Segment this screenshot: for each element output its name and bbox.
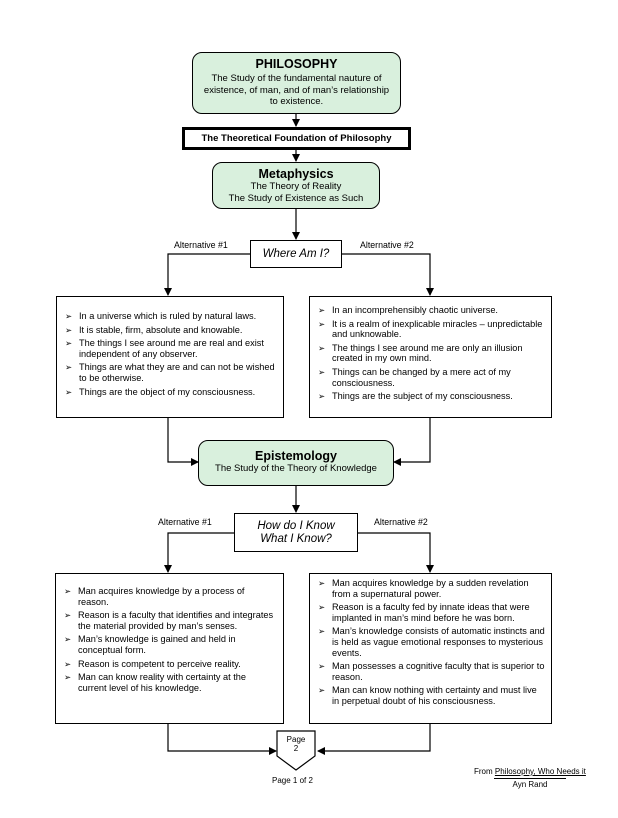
page-connector: Page 2 (277, 735, 315, 753)
metaphysics-question: Where Am I? (262, 247, 330, 260)
epistemology-alt2-list: Man acquires knowledge by a sudden revel… (318, 578, 545, 707)
page-connector-shape (276, 730, 316, 771)
epistemology-alt1-list: Man acquires knowledge by a process of r… (64, 586, 277, 693)
philosophy-title: PHILOSOPHY (255, 57, 338, 71)
foundation-label: The Theoretical Foundation of Philosophy (201, 133, 392, 144)
source-author: Ayn Rand (494, 778, 566, 789)
epistemology-alt1-box: Man acquires knowledge by a process of r… (55, 573, 284, 724)
list-item: Things are what they are and can not be … (65, 362, 277, 383)
page-number: Page 1 of 2 (272, 776, 313, 785)
list-item: Things are the object of my consciousnes… (65, 387, 277, 398)
list-item: Reason is a faculty that identifies and … (64, 610, 277, 631)
list-item: Man can know nothing with certainty and … (318, 685, 545, 706)
source-title: Philosophy, Who Needs it (494, 767, 586, 776)
list-item: Reason is a faculty fed by innate ideas … (318, 602, 545, 623)
page-connector-line1: Page (286, 735, 306, 744)
philosophy-box: PHILOSOPHY The Study of the fundamental … (192, 52, 401, 114)
metaphysics-title: Metaphysics (258, 167, 334, 181)
list-item: Reason is competent to perceive reality. (64, 659, 277, 670)
list-item: Man possesses a cognitive faculty that i… (318, 661, 545, 682)
metaphysics-alt2-box: In an incomprehensibly chaotic universe.… (309, 296, 552, 418)
epistemology-title: Epistemology (255, 449, 337, 463)
metaphysics-alt1-label: Alternative #1 (174, 240, 228, 250)
epistemology-alt1-label: Alternative #1 (158, 517, 212, 527)
list-item: Things can be changed by a mere act of m… (318, 367, 545, 388)
epistemology-question-box: How do I Know What I Know? (234, 513, 358, 552)
metaphysics-alt2-label: Alternative #2 (360, 240, 414, 250)
list-item: It is a realm of inexplicable miracles –… (318, 319, 545, 340)
epistemology-question-line1: How do I Know (257, 519, 335, 532)
metaphysics-line2: The Study of Existence as Such (228, 192, 364, 204)
philosophy-description: The Study of the fundamental nauture of … (203, 73, 390, 107)
list-item: Man acquires knowledge by a sudden revel… (318, 578, 545, 599)
epistemology-alt2-box: Man acquires knowledge by a sudden revel… (309, 573, 552, 724)
list-item: The things I see around me are only an i… (318, 343, 545, 364)
epistemology-question-line2: What I Know? (260, 532, 332, 545)
epistemology-alt2-label: Alternative #2 (374, 517, 428, 527)
list-item: Man acquires knowledge by a process of r… (64, 586, 277, 607)
list-item: Things are the subject of my consciousne… (318, 391, 545, 402)
metaphysics-line1: The Theory of Reality (250, 181, 342, 192)
list-item: It is stable, firm, absolute and knowabl… (65, 325, 277, 336)
metaphysics-alt2-list: In an incomprehensibly chaotic universe.… (318, 305, 545, 402)
list-item: In a universe which is ruled by natural … (65, 311, 277, 322)
foundation-box: The Theoretical Foundation of Philosophy (182, 127, 411, 150)
list-item: In an incomprehensibly chaotic universe. (318, 305, 545, 316)
epistemology-line1: The Study of the Theory of Knowledge (215, 463, 377, 474)
list-item: Man’s knowledge consists of automatic in… (318, 626, 545, 658)
metaphysics-alt1-list: In a universe which is ruled by natural … (65, 311, 277, 397)
metaphysics-box: Metaphysics The Theory of Reality The St… (212, 162, 380, 209)
list-item: The things I see around me are real and … (65, 338, 277, 359)
source-citation: From Philosophy, Who Needs it (474, 767, 586, 776)
list-item: Man’s knowledge is gained and held in co… (64, 634, 277, 655)
list-item: Man can know reality with certainty at t… (64, 672, 277, 693)
epistemology-box: Epistemology The Study of the Theory of … (198, 440, 394, 486)
metaphysics-question-box: Where Am I? (250, 240, 342, 268)
source-prefix: From (474, 767, 495, 776)
page-connector-line2: 2 (293, 744, 299, 753)
metaphysics-alt1-box: In a universe which is ruled by natural … (56, 296, 284, 418)
